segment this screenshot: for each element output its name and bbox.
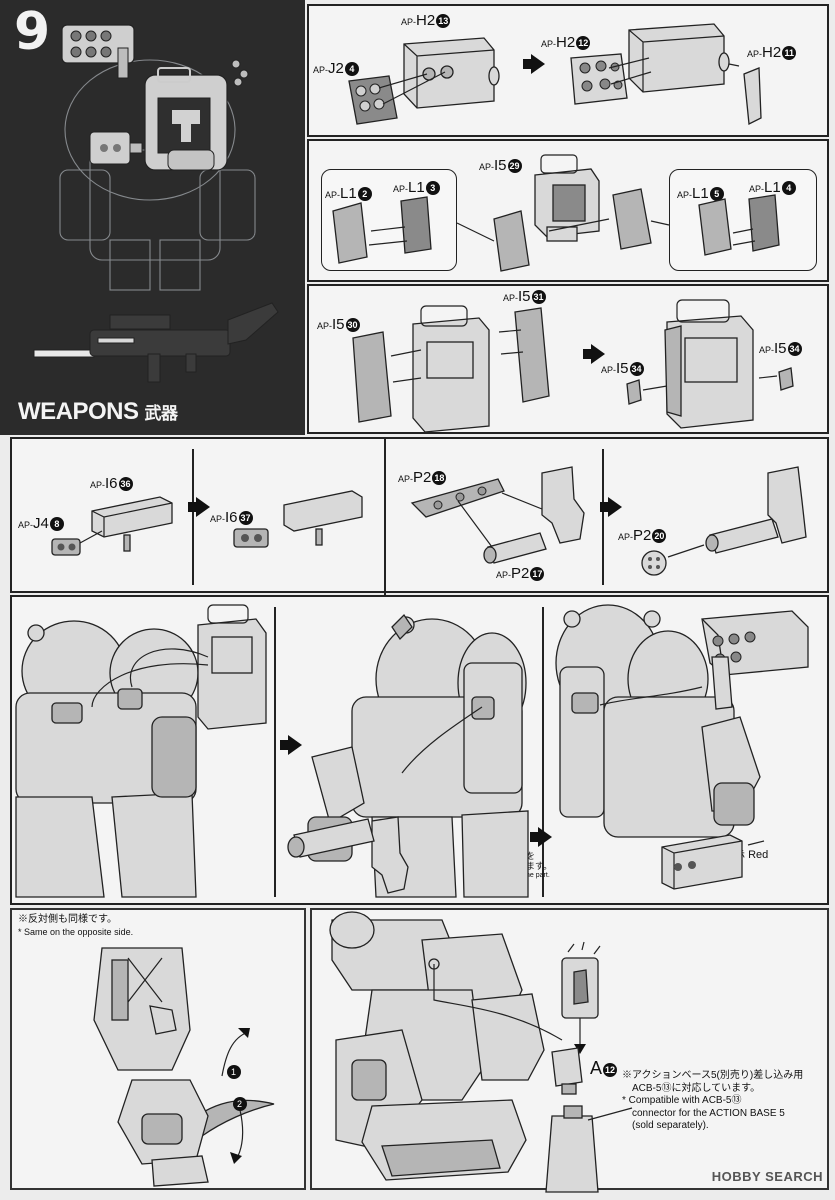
opposite-side-note: ※反対側も同様です。 * Same on the opposite side. bbox=[18, 914, 134, 937]
missile-pod-diagram bbox=[348, 37, 500, 125]
robot-silhouette-illustration bbox=[33, 24, 279, 383]
action-base-diagram bbox=[329, 911, 633, 1193]
panel-divider bbox=[384, 439, 386, 595]
rotation-step-2: 2 bbox=[237, 1099, 242, 1109]
panel-divider bbox=[192, 449, 194, 585]
sequence-arrow bbox=[583, 344, 605, 364]
backpack-assembly-diagram bbox=[352, 305, 550, 433]
panel-divider bbox=[602, 449, 604, 585]
sequence-arrow bbox=[600, 497, 622, 517]
shoulder-weapon-diagram bbox=[51, 466, 807, 576]
panel-divider bbox=[542, 607, 544, 897]
step-box-opposite-side: ※反対側も同様です。 * Same on the opposite side. … bbox=[10, 908, 306, 1190]
action-base-note: ※アクションベース5(別売り)差し込み用 ACB-5⑬に対応しています。 * C… bbox=[622, 1070, 804, 1131]
backpack-completed-diagram bbox=[626, 299, 794, 429]
backpack-armor-diagram bbox=[332, 154, 780, 272]
body-attach-diagram bbox=[15, 604, 809, 898]
rotation-step-1: 1 bbox=[231, 1067, 236, 1077]
missile-pod-assembly-diagram bbox=[570, 23, 762, 126]
sequence-arrow bbox=[523, 54, 545, 74]
watermark-logo: HOBBY SEARCH bbox=[711, 1169, 823, 1184]
panel-divider bbox=[274, 607, 276, 897]
step-box-body-attach: 向きを かえます。 Turn the part. 赤 Red bbox=[10, 595, 829, 905]
step-header-panel: 9 bbox=[0, 0, 305, 435]
sequence-arrow bbox=[280, 735, 302, 755]
leg-rotation-diagram: 1 2 bbox=[93, 947, 275, 1187]
sequence-arrow bbox=[188, 497, 210, 517]
sequence-arrow bbox=[530, 827, 552, 847]
step-number: 9 bbox=[14, 2, 51, 62]
